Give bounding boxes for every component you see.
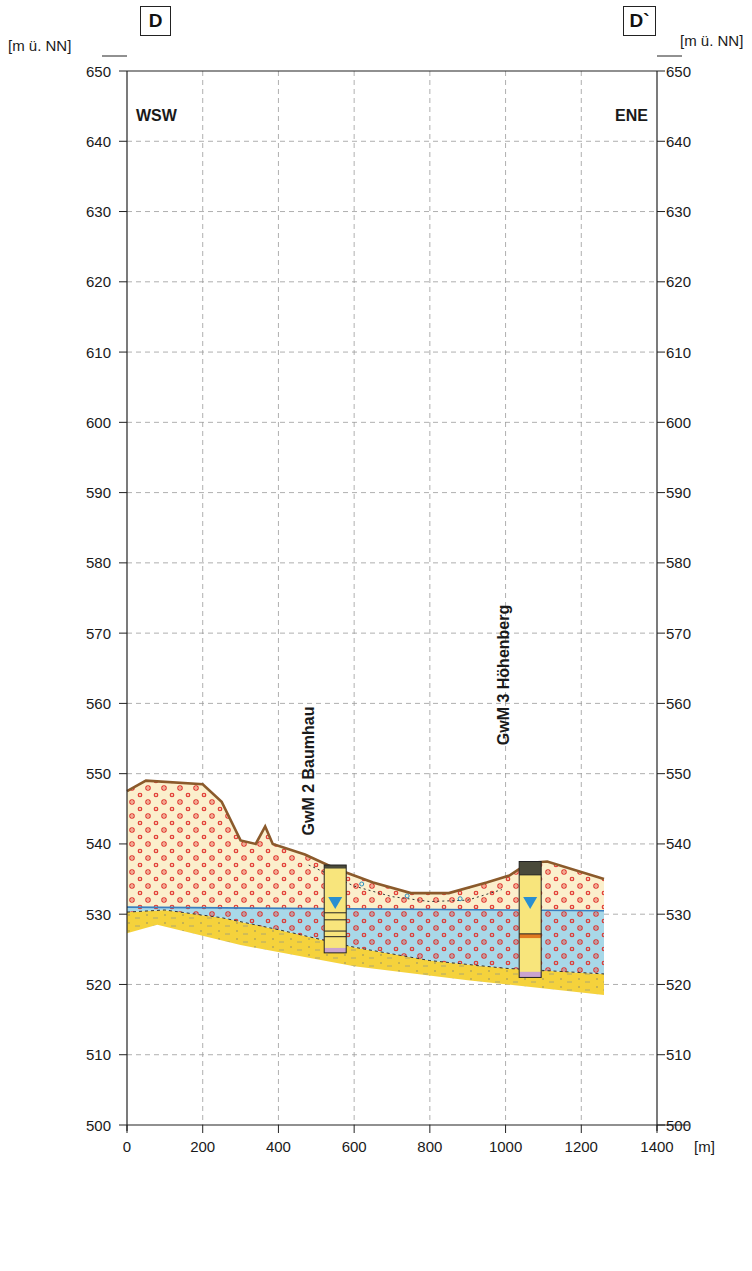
well-label: GwM 3 Höhenberg [496, 605, 512, 745]
elevation-tick: 560 [666, 696, 691, 711]
elevation-tick: 650 [666, 64, 691, 79]
elevation-tick: 650 [86, 64, 111, 79]
well-log [519, 862, 541, 978]
section-letter: D` [629, 10, 649, 32]
well-log [324, 865, 346, 953]
elevation-tick: 550 [666, 766, 691, 781]
grid [127, 71, 657, 1125]
elevation-tick: 570 [86, 626, 111, 641]
elevation-tick: 600 [86, 415, 111, 430]
section-marker-box: D [140, 6, 171, 36]
elevation-tick: 630 [86, 204, 111, 219]
elevation-tick: 540 [666, 836, 691, 851]
elevation-tick: 500 [666, 1118, 691, 1133]
axis-unit: [m ü. NN] [8, 38, 71, 53]
elevation-tick: 580 [86, 555, 111, 570]
elevation-tick: 510 [86, 1047, 111, 1062]
distance-tick: 800 [417, 1139, 442, 1154]
distance-tick: 200 [190, 1139, 215, 1154]
section-letter: D [149, 10, 163, 32]
strata [127, 781, 604, 995]
distance-tick: 0 [123, 1139, 131, 1154]
direction-label: ENE [615, 108, 648, 124]
elevation-tick: 570 [666, 626, 691, 641]
section-marker-box: D` [623, 6, 656, 36]
elevation-tick: 640 [666, 134, 691, 149]
elevation-tick: 640 [86, 134, 111, 149]
elevation-tick: 590 [86, 485, 111, 500]
elevation-tick: 520 [86, 977, 111, 992]
elevation-tick: 500 [86, 1118, 111, 1133]
distance-tick: 1000 [489, 1139, 522, 1154]
distance-tick: 400 [266, 1139, 291, 1154]
elevation-tick: 520 [666, 977, 691, 992]
axis-unit: [m ü. NN] [680, 33, 743, 48]
elevation-tick: 530 [666, 907, 691, 922]
elevation-tick: 620 [86, 274, 111, 289]
elevation-tick: 530 [86, 907, 111, 922]
elevation-tick: 580 [666, 555, 691, 570]
elevation-tick: 620 [666, 274, 691, 289]
elevation-tick: 510 [666, 1047, 691, 1062]
elevation-tick: 560 [86, 696, 111, 711]
elevation-tick: 540 [86, 836, 111, 851]
distance-tick: 1200 [565, 1139, 598, 1154]
axes [102, 56, 689, 1133]
elevation-tick: 610 [666, 345, 691, 360]
elevation-tick: 590 [666, 485, 691, 500]
direction-label: WSW [136, 108, 177, 124]
elevation-tick: 550 [86, 766, 111, 781]
elevation-tick: 610 [86, 345, 111, 360]
axis-unit: [m] [694, 1139, 715, 1154]
well-label: GwM 2 Baumhau [301, 706, 317, 835]
elevation-tick: 600 [666, 415, 691, 430]
elevation-tick: 630 [666, 204, 691, 219]
distance-tick: 600 [342, 1139, 367, 1154]
distance-tick: 1400 [640, 1139, 673, 1154]
